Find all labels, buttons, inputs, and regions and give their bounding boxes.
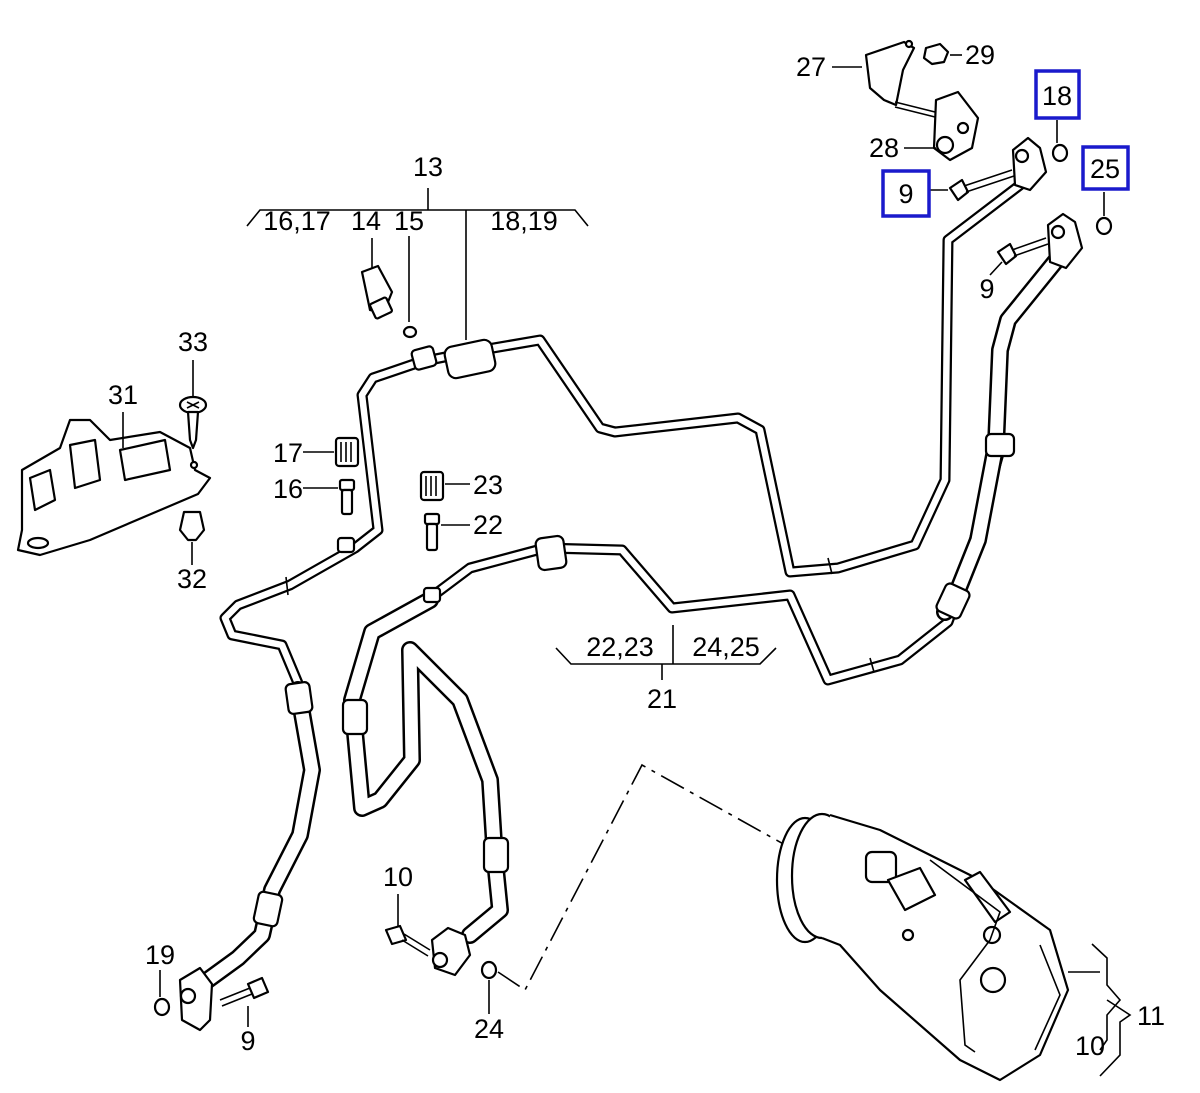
callout-28[interactable]: 28 <box>869 133 899 163</box>
lower-pipe-coupling <box>534 534 568 572</box>
callout-14[interactable]: 14 <box>351 206 381 236</box>
bracket-21 <box>555 625 777 680</box>
callout-9-upper[interactable]: 9 <box>898 179 913 209</box>
callout-22[interactable]: 22 <box>473 510 503 540</box>
callout-24-25[interactable]: 24,25 <box>692 632 760 662</box>
callout-17[interactable]: 17 <box>273 438 303 468</box>
bracket-13 <box>246 188 589 340</box>
left-hose <box>196 681 321 991</box>
o-ring-24 <box>480 960 498 980</box>
upper-pipe <box>219 179 1026 694</box>
callout-16[interactable]: 16 <box>273 474 303 504</box>
fitting-18 <box>1011 120 1069 192</box>
callout-27[interactable]: 27 <box>796 52 826 82</box>
right-hose <box>935 253 1064 621</box>
mount-31 <box>16 412 212 557</box>
valve-22-23 <box>419 470 470 604</box>
bolt-9-upper <box>930 169 1015 202</box>
pressure-switch-14 <box>360 264 418 339</box>
highlight-box-18 <box>1034 69 1081 120</box>
fitting-25 <box>1046 192 1113 270</box>
callout-18[interactable]: 18 <box>1042 81 1072 111</box>
valve-16-17 <box>303 436 360 554</box>
center-hose <box>341 591 510 944</box>
callout-15[interactable]: 15 <box>394 206 424 236</box>
callout-31[interactable]: 31 <box>108 380 138 410</box>
callout-11[interactable]: 11 <box>1137 1001 1165 1031</box>
callout-16-17[interactable]: 16,17 <box>263 206 331 236</box>
o-ring-25 <box>1095 216 1113 236</box>
screw-33 <box>178 360 208 450</box>
bolt-9-middle <box>989 237 1049 276</box>
connector-19 <box>153 966 270 1032</box>
callout-10-upper[interactable]: 10 <box>383 862 413 892</box>
pipe-fitting <box>410 345 438 371</box>
callout-33[interactable]: 33 <box>178 327 208 357</box>
callout-29[interactable]: 29 <box>965 40 995 70</box>
callout-19[interactable]: 19 <box>145 940 175 970</box>
ac-compressor <box>775 812 1100 1082</box>
callout-9-middle[interactable]: 9 <box>979 274 994 304</box>
callout-22-23[interactable]: 22,23 <box>586 632 654 662</box>
compressor-port <box>864 850 898 884</box>
callout-9-lower[interactable]: 9 <box>240 1026 255 1056</box>
pipe-coupling <box>443 338 497 380</box>
callout-32[interactable]: 32 <box>177 564 207 594</box>
bracket-11 <box>1091 943 1132 1077</box>
callout-18-19[interactable]: 18,19 <box>490 206 558 236</box>
highlight-box-25 <box>1081 145 1130 191</box>
o-ring-19 <box>153 997 171 1017</box>
fitting-24 <box>384 894 498 1014</box>
callout-21[interactable]: 21 <box>647 684 677 714</box>
callout-24[interactable]: 24 <box>474 1014 504 1044</box>
o-ring-18 <box>1051 143 1069 163</box>
highlight-box-9 <box>881 169 931 218</box>
nut-29 <box>922 42 950 66</box>
callout-13[interactable]: 13 <box>413 152 443 182</box>
bracket-27-assembly <box>832 39 980 162</box>
clip-32 <box>178 510 206 565</box>
callout-23[interactable]: 23 <box>473 470 503 500</box>
callout-25[interactable]: 25 <box>1090 154 1120 184</box>
callout-10-lower[interactable]: 10 <box>1075 1031 1105 1061</box>
